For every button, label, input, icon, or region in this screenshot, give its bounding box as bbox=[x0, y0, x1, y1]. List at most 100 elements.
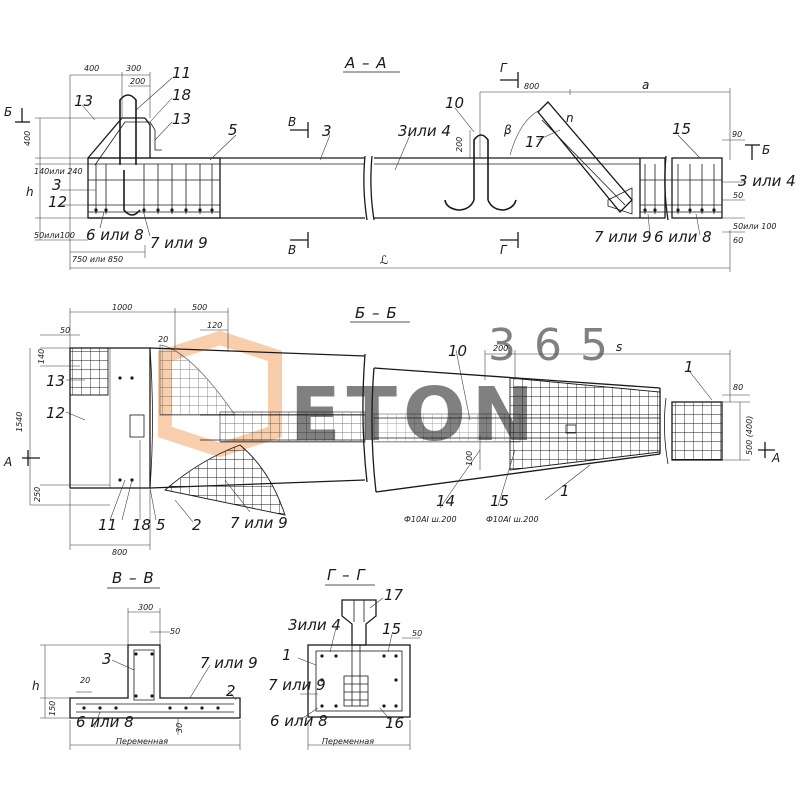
aa-label-13-right: 13 bbox=[172, 110, 191, 128]
vv-label-variable: Переменная bbox=[116, 737, 168, 746]
vv-label-3: 3 bbox=[102, 650, 112, 668]
bb-label-18: 18 bbox=[132, 516, 151, 534]
aa-dim-750: 750 или 850 bbox=[72, 255, 123, 264]
aa-label-7-or-9: 7 или 9 bbox=[150, 234, 208, 252]
vv-label-7-or-9: 7 или 9 bbox=[200, 654, 258, 672]
gg-label-variable: Переменная bbox=[322, 737, 374, 746]
cut-mark-b-right: Б bbox=[762, 143, 770, 157]
aa-dim-800: 800 bbox=[524, 82, 539, 91]
aa-dim-200-v: 200 bbox=[455, 137, 464, 152]
bb-label-5: 5 bbox=[156, 516, 166, 534]
aa-label-3-mid: 3 bbox=[322, 122, 332, 140]
gg-label-16: 16 bbox=[385, 714, 404, 732]
bb-label-12: 12 bbox=[46, 404, 65, 422]
vv-dim-150: 150 bbox=[48, 701, 57, 716]
bb-label-14-rebar: Ф10АI ш.200 bbox=[404, 515, 457, 524]
aa-label-7-or-9-right: 7 или 9 bbox=[594, 228, 652, 246]
bb-dim-1000: 1000 bbox=[112, 303, 132, 312]
watermark-digits: 365 bbox=[488, 320, 626, 371]
bb-label-13: 13 bbox=[46, 372, 65, 390]
gg-dim-50: 50 bbox=[412, 629, 422, 638]
cut-mark-a-left: А bbox=[3, 455, 12, 469]
section-title-aa: А – А bbox=[344, 54, 388, 72]
vv-label-6-or-8: 6 или 8 bbox=[76, 713, 134, 731]
bb-dim-500: 500 bbox=[192, 303, 207, 312]
vv-dim-h: h bbox=[32, 679, 40, 693]
section-gg: 50 17 3или 4 15 1 7 или 9 6 или 8 16 Пер… bbox=[268, 586, 422, 750]
vv-dim-20: 20 bbox=[80, 676, 90, 685]
bb-label-1-top: 1 bbox=[684, 358, 694, 376]
aa-dim-50: 50или100 bbox=[34, 231, 75, 240]
gg-label-17: 17 bbox=[384, 586, 404, 604]
bb-label-7-or-9: 7 или 9 bbox=[230, 514, 288, 532]
section-title-gg: Г – Г bbox=[327, 566, 366, 584]
aa-dim-50-100r: 50или 100 bbox=[733, 222, 777, 231]
bb-dim-80: 80 bbox=[733, 383, 743, 392]
bb-label-11: 11 bbox=[98, 516, 117, 534]
aa-label-3-or-4-right: 3 или 4 bbox=[738, 172, 796, 190]
aa-dim-a: a bbox=[642, 78, 649, 92]
vv-dim-50: 50 bbox=[170, 627, 180, 636]
cut-mark-v-top: В bbox=[288, 115, 296, 129]
aa-dim-50r: 50 bbox=[733, 191, 743, 200]
gg-label-6-or-8: 6 или 8 bbox=[270, 712, 328, 730]
aa-dim-L: ℒ bbox=[380, 253, 389, 267]
bb-label-15-rebar: Ф10АI ш.200 bbox=[486, 515, 539, 524]
aa-label-6-or-8-right: 6 или 8 bbox=[654, 228, 712, 246]
aa-label-18: 18 bbox=[172, 86, 191, 104]
bb-label-10: 10 bbox=[448, 342, 467, 360]
aa-label-3-or-4: 3или 4 bbox=[398, 122, 451, 140]
aa-dim-60: 60 bbox=[733, 236, 743, 245]
section-title-vv: В – В bbox=[112, 569, 155, 587]
section-title-bb: Б – Б bbox=[355, 304, 398, 322]
aa-label-12: 12 bbox=[48, 193, 67, 211]
bb-dim-1540: 1540 bbox=[15, 412, 24, 432]
vv-dim-300: 300 bbox=[138, 603, 153, 612]
bb-label-2: 2 bbox=[192, 516, 202, 534]
section-bb: А А 1000 500 50 20 120 140 1540 250 800 … bbox=[3, 303, 780, 557]
aa-label-5: 5 bbox=[228, 121, 238, 139]
bb-dim-140: 140 bbox=[37, 349, 46, 364]
section-aa: Б Б В В Г Г 400 300 200 400 140или 240 h… bbox=[4, 61, 796, 272]
aa-dim-400: 400 bbox=[84, 64, 99, 73]
bb-dim-50: 50 bbox=[60, 326, 70, 335]
cut-mark-v-bottom: В bbox=[288, 243, 296, 257]
aa-dim-400-v: 400 bbox=[23, 131, 32, 146]
aa-label-13-left: 13 bbox=[74, 92, 93, 110]
aa-label-11: 11 bbox=[172, 64, 191, 82]
aa-label-10: 10 bbox=[445, 94, 464, 112]
gg-label-7-or-9: 7 или 9 bbox=[268, 676, 326, 694]
aa-dim-n: n bbox=[566, 111, 574, 125]
aa-dim-h: h bbox=[26, 185, 34, 199]
bb-dim-20: 20 bbox=[158, 335, 168, 344]
aa-dim-140: 140или 240 bbox=[34, 167, 83, 176]
gg-label-3-or-4: 3или 4 bbox=[288, 616, 341, 634]
bb-dim-800: 800 bbox=[112, 548, 127, 557]
bb-dim-250: 250 bbox=[33, 487, 42, 502]
bb-dim-100: 100 bbox=[465, 451, 474, 466]
vv-dim-30: 30 bbox=[175, 723, 184, 733]
cut-mark-g-bottom: Г bbox=[500, 243, 508, 257]
bb-label-1-bottom: 1 bbox=[560, 482, 570, 500]
section-vv: 300 50 20 h 150 30 3 7 или 9 2 6 или 8 П… bbox=[32, 603, 258, 750]
cut-mark-g-top: Г bbox=[500, 61, 508, 75]
aa-label-3: 3 bbox=[52, 176, 62, 194]
cut-mark-b-left: Б bbox=[4, 105, 12, 119]
aa-dim-300: 300 bbox=[126, 64, 141, 73]
bb-dim-500-400: 500 (400) bbox=[745, 416, 754, 455]
gg-label-1: 1 bbox=[282, 646, 292, 664]
bb-dim-s: s bbox=[616, 340, 622, 354]
cut-mark-a-right: А bbox=[771, 451, 780, 465]
bb-dim-120: 120 bbox=[207, 321, 222, 330]
bb-dim-200: 200 bbox=[493, 344, 508, 353]
vv-label-2: 2 bbox=[226, 682, 236, 700]
bb-label-15: 15 bbox=[490, 492, 509, 510]
aa-label-17: 17 bbox=[525, 133, 545, 151]
bb-label-14: 14 bbox=[436, 492, 455, 510]
gg-label-15: 15 bbox=[382, 620, 401, 638]
aa-dim-90: 90 bbox=[732, 130, 742, 139]
aa-dim-200: 200 bbox=[130, 77, 145, 86]
aa-label-15: 15 bbox=[672, 120, 691, 138]
